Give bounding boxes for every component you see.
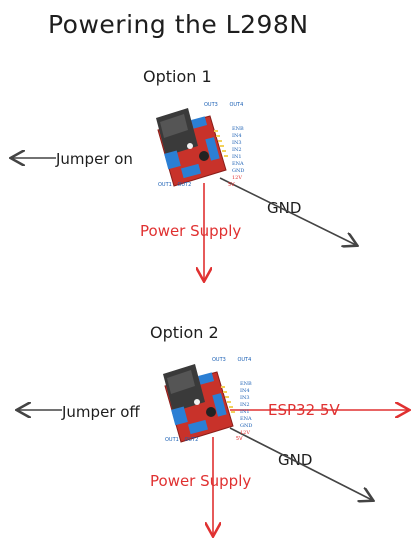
pin-label: 5V: [228, 182, 235, 188]
pin-label: ENA: [232, 161, 244, 167]
option-2-pin-labels: ENB IN4 IN3 IN2 IN1 ENA GND 12V: [240, 381, 252, 437]
option-1-left-pins: OUT1 OUT2: [158, 182, 191, 188]
option-1-heading: Option 1: [143, 67, 212, 86]
option-1-jumper-label: Jumper on: [56, 150, 133, 168]
pin-label: 5V: [236, 436, 243, 442]
pin-label: OUT4: [237, 357, 252, 363]
page-title: Powering the L298N: [48, 10, 309, 39]
option-1-gnd-arrow: [219, 177, 356, 245]
pin-label: OUT1: [165, 437, 179, 443]
option-1-gnd-label: GND: [267, 199, 302, 217]
pin-label: ENA: [240, 416, 252, 422]
pin-label: 12V: [240, 430, 250, 436]
pin-label: OUT4: [229, 102, 244, 108]
option-1-top-pins: OUT3 OUT4: [204, 102, 243, 108]
pin-label: ENB: [232, 126, 244, 132]
option-2-power-supply-label: Power Supply: [150, 472, 252, 490]
option-1-pin-labels: ENB IN4 IN3 IN2 IN1 ENA GND 12V: [232, 126, 244, 182]
pin-label: OUT2: [184, 437, 199, 443]
pin-label: IN1: [232, 154, 242, 160]
pin-label: IN3: [240, 395, 250, 401]
pin-label: GND: [240, 423, 253, 429]
pin-label: OUT2: [177, 182, 192, 188]
l298n-board-option-1: [156, 108, 228, 187]
pin-label: GND: [232, 168, 245, 174]
pin-label: OUT1: [158, 182, 172, 188]
option-1-power-supply-label: Power Supply: [140, 222, 242, 240]
option-2-top-pins: OUT3 OUT4: [212, 357, 251, 363]
option-2-gnd-label: GND: [278, 451, 313, 469]
option-2-heading: Option 2: [150, 323, 219, 342]
pin-label: IN2: [232, 147, 242, 153]
option-2-jumper-label: Jumper off: [62, 403, 140, 421]
pin-label: IN4: [232, 133, 242, 139]
option-2-bottom-pin: 5V: [236, 436, 243, 442]
pin-label: IN4: [240, 388, 250, 394]
pin-label: IN2: [240, 402, 250, 408]
pin-label: IN3: [232, 140, 242, 146]
pin-label: 12V: [232, 175, 242, 181]
pin-label: IN1: [240, 409, 250, 415]
pin-label: ENB: [240, 381, 252, 387]
pin-label: OUT3: [204, 102, 218, 108]
option-1-bottom-pin: 5V: [228, 182, 235, 188]
l298n-board-option-2: [163, 364, 235, 443]
pin-label: OUT3: [212, 357, 226, 363]
option-2-left-pins: OUT1 OUT2: [165, 437, 198, 443]
option-2-gnd-arrow: [229, 427, 372, 500]
